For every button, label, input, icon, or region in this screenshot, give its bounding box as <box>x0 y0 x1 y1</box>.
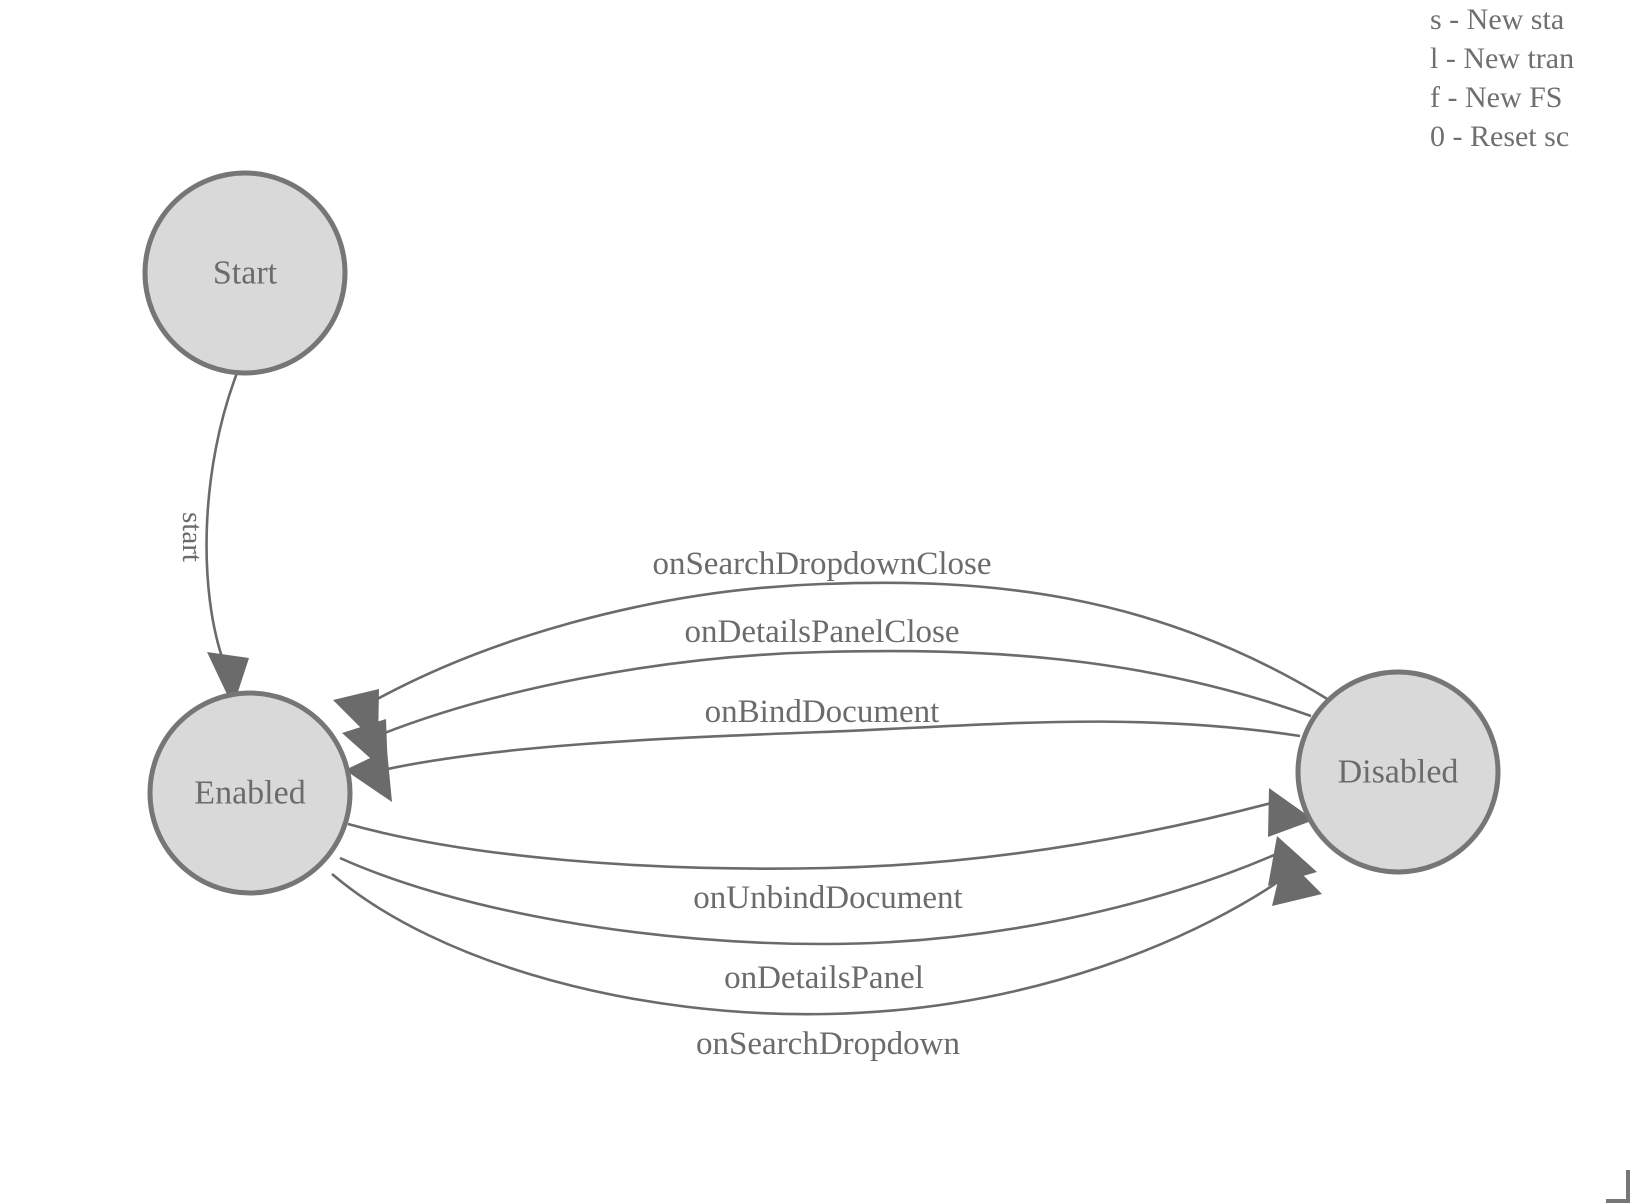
help-line-reset: 0 - Reset sc <box>1430 120 1570 153</box>
transition-label-onunbinddocument: onUnbindDocument <box>693 880 962 916</box>
node-disabled[interactable]: Disabled <box>1295 669 1501 875</box>
transition-label-start: start <box>176 512 208 562</box>
node-label: Disabled <box>1338 754 1459 791</box>
arrow-head-icon <box>207 652 249 707</box>
transition-label-onsearchdropdownclose: onSearchDropdownClose <box>652 546 991 582</box>
transition-enabled-to-disabled-onunbinddocument[interactable] <box>347 788 1314 870</box>
node-circle[interactable] <box>142 170 348 376</box>
node-label: Enabled <box>194 775 305 812</box>
transition-path[interactable] <box>331 866 1299 1016</box>
help-line-new-state: s - New sta <box>1430 3 1565 36</box>
arrow-head-icon <box>345 750 392 802</box>
transition-label-ondetailspanel: onDetailsPanel <box>724 960 924 996</box>
node-enabled[interactable]: Enabled <box>147 690 353 896</box>
transition-path[interactable] <box>371 649 1312 740</box>
resize-corner-handle[interactable] <box>1594 1166 1632 1204</box>
help-line-new-transition: l - New tran <box>1430 42 1575 75</box>
transition-path[interactable] <box>205 372 239 664</box>
transition-start-to-enabled[interactable] <box>205 372 249 707</box>
arrow-head-icon <box>1268 788 1314 837</box>
transition-enabled-to-disabled-onsearchdropdown[interactable] <box>331 856 1322 1016</box>
node-circle[interactable] <box>1295 669 1501 875</box>
transition-path[interactable] <box>347 798 1284 870</box>
transition-label-onsearchdropdown: onSearchDropdown <box>696 1026 960 1062</box>
arrow-head-icon <box>1272 856 1322 906</box>
transition-path[interactable] <box>362 581 1330 709</box>
node-label: Start <box>213 255 278 292</box>
node-start[interactable]: Start <box>142 170 348 376</box>
node-circle[interactable] <box>147 690 353 896</box>
transition-label-onbinddocument: onBindDocument <box>705 694 940 730</box>
help-legend: s - New sta l - New tran f - New FS 0 - … <box>1430 0 1632 156</box>
transition-path[interactable] <box>373 720 1301 774</box>
transition-disabled-to-enabled-onbinddocument[interactable] <box>345 720 1301 802</box>
transition-path[interactable] <box>339 846 1291 946</box>
transition-label-ondetailspanelclose: onDetailsPanelClose <box>685 614 960 650</box>
help-line-new-fsm: f - New FS <box>1430 81 1563 114</box>
